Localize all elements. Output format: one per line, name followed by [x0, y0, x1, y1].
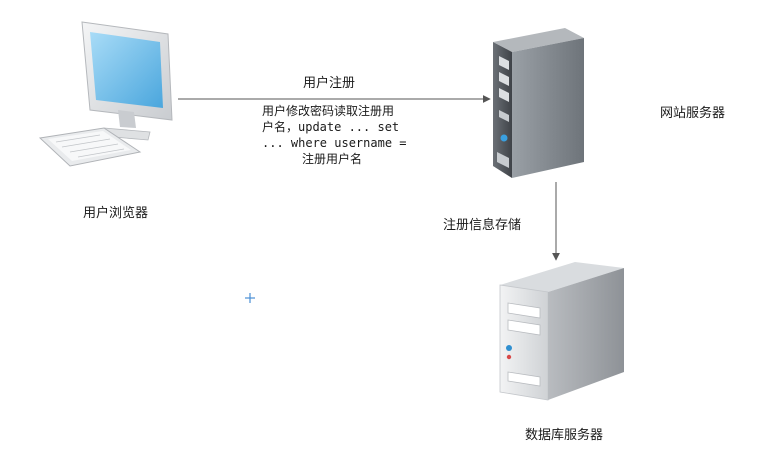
store-edge-label: 注册信息存储 [443, 218, 522, 233]
database-server-icon [499, 262, 624, 401]
database-server-label: 数据库服务器 [525, 428, 604, 443]
web-server-icon [493, 28, 584, 178]
browser-label: 用户浏览器 [83, 206, 149, 221]
crosshair-marker [245, 293, 255, 303]
annotation-line: 注册用户名 [302, 152, 363, 166]
computer-icon [38, 21, 173, 167]
web-server-label: 网站服务器 [660, 106, 726, 121]
annotation-line: 户名，update ... set [262, 120, 400, 134]
register-edge-label: 用户注册 [303, 76, 356, 91]
annotation-line: ... where username = [262, 136, 407, 150]
annotation-block: 用户修改密码读取注册用 户名，update ... set ... where … [262, 103, 407, 167]
annotation-line: 用户修改密码读取注册用 [262, 104, 395, 118]
